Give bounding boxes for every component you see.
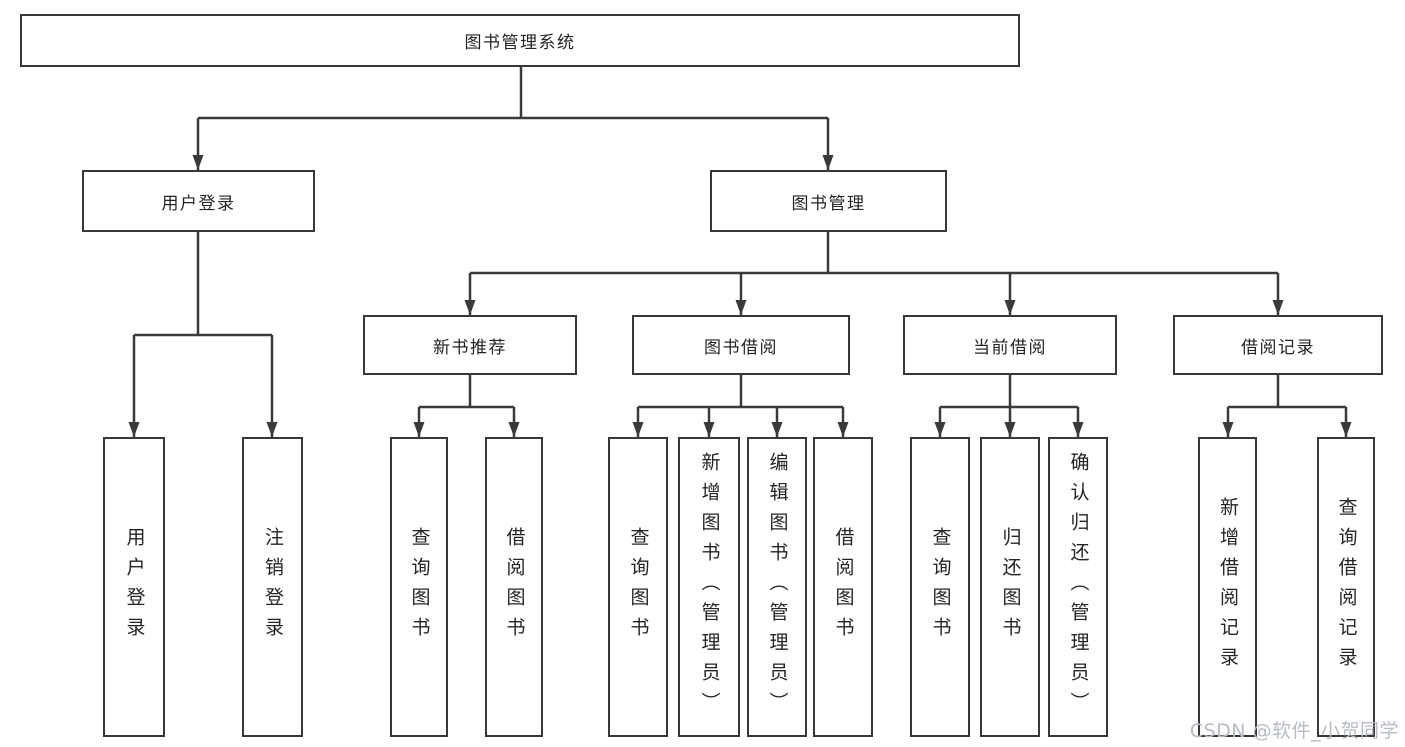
node-borrowing-records: 借阅记录 [1173,315,1383,375]
leaf-borrowing-query-books: 查询图书 [608,437,668,737]
leaf-logout: 注销登录 [242,437,303,737]
leaf-current-query-books: 查询图书 [910,437,970,737]
leaf-records-query-record: 查询借阅记录 [1317,437,1375,737]
node-book-borrowing: 图书借阅 [632,315,850,375]
leaf-recommend-borrow-books: 借阅图书 [485,437,543,737]
leaf-records-add-record: 新增借阅记录 [1198,437,1257,737]
leaf-user-login: 用户登录 [103,437,165,737]
leaf-borrowing-add-books-admin: 新增图书（管理员） [678,437,740,737]
node-current-borrowing: 当前借阅 [903,315,1117,375]
leaf-current-return-books: 归还图书 [980,437,1040,737]
node-user-login: 用户登录 [82,170,315,232]
leaf-borrowing-edit-books-admin: 编辑图书（管理员） [747,437,807,737]
leaf-borrowing-borrow-books: 借阅图书 [813,437,873,737]
node-library-management-system: 图书管理系统 [20,14,1020,67]
node-book-management: 图书管理 [710,170,947,232]
leaf-current-confirm-return-admin: 确认归还（管理员） [1048,437,1108,737]
leaf-recommend-query-books: 查询图书 [390,437,448,737]
node-new-book-recommend: 新书推荐 [363,315,577,375]
watermark: CSDN @软件_小贺同学 [1189,720,1399,742]
